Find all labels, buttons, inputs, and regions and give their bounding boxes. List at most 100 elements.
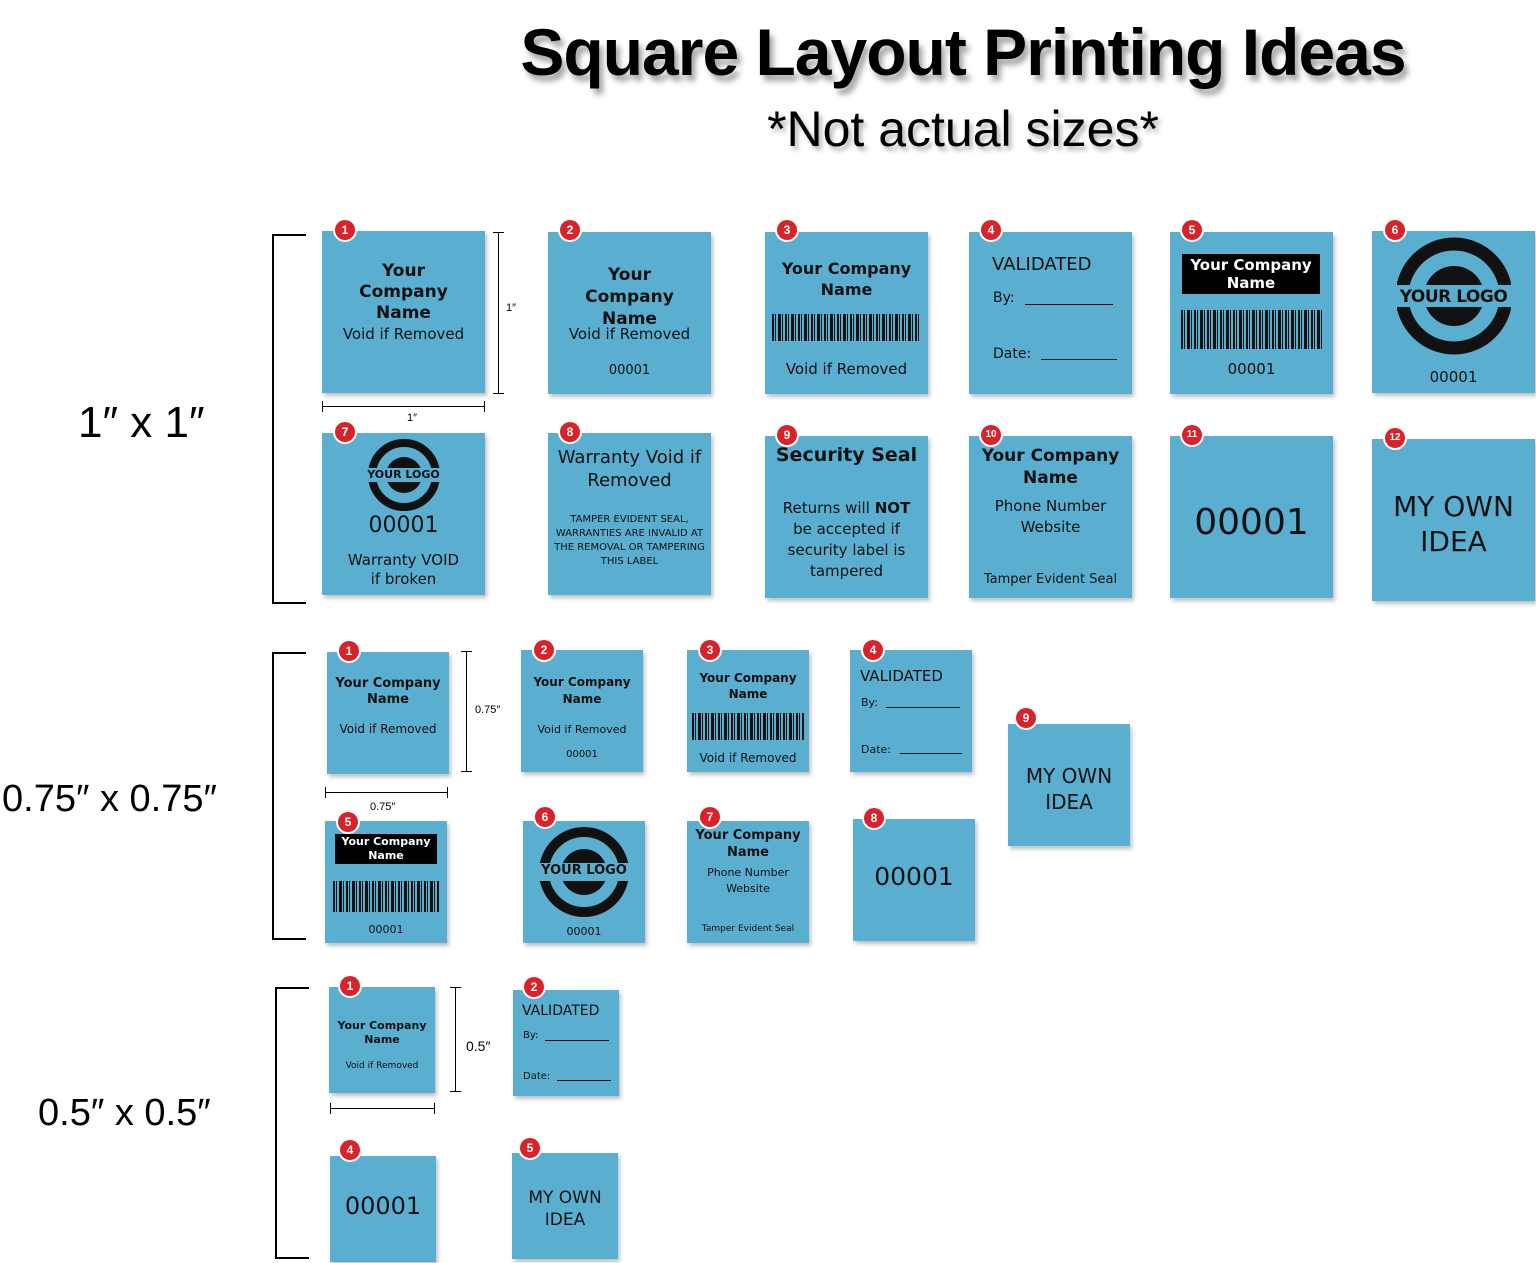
badge-10: 10 [981,425,1001,445]
phone-number: Phone Number [707,866,789,879]
my-own-idea: MY OWN IDEA [1025,764,1113,814]
logo-emblem-icon [368,439,440,511]
label-075-9: MY OWN IDEA [1008,724,1130,846]
badge-7: 7 [335,422,355,442]
section-1-width-value: 1″ [407,412,418,424]
label-075-7: Your Company Name Phone Number Website T… [687,821,809,943]
date-line [557,1070,611,1081]
company-name-box: Your Company Name [335,834,437,864]
website: Website [726,882,770,895]
label-1in-3: Your Company Name Void if Removed [765,232,928,394]
returns-text: Returns will NOT be accepted if security… [765,498,928,582]
section-3-width-dimension [330,1103,435,1114]
badge-1: 1 [335,220,355,240]
label-1in-11: 00001 [1170,436,1333,598]
company-name: Your Company Name [359,261,448,323]
badge-8: 8 [864,808,884,828]
barcode [333,881,439,912]
validated-heading: VALIDATED [860,667,943,685]
phone-number: Phone Number [994,497,1107,515]
date-label: Date: [861,743,891,756]
label-1in-6: YOUR LOGO 00001 [1372,231,1535,393]
date-label: Date: [523,1071,551,1082]
section-3-height-value: 0.5″ [466,1038,491,1054]
void-text: Void if Removed [342,325,465,343]
label-1in-7: YOUR LOGO 00001 Warranty VOID if broken [322,433,485,595]
by-label: By: [861,696,878,709]
serial-number: 00001 [344,1192,422,1220]
company-name: Your Company Name [981,446,1120,488]
validated-heading: VALIDATED [992,254,1092,275]
serial-number: 00001 [566,749,598,760]
badge-4: 4 [340,1140,360,1160]
void-text: Void if Removed [537,723,627,736]
tamper-footer: Tamper Evident Seal [701,924,795,934]
website: Website [1020,518,1081,536]
label-05-1: Your Company Name Void if Removed [329,987,435,1093]
label-1in-2: Your Company Name Void if Removed 00001 [548,232,711,394]
validated-heading: VALIDATED [522,1003,600,1019]
void-text: Void if Removed [568,325,691,343]
void-text: Void if Removed [785,360,908,378]
section-1-width-dimension [322,401,485,412]
serial-number: 00001 [1227,360,1276,378]
company-name: Your Company Name [533,675,631,706]
label-05-2: VALIDATED By: Date: [513,990,619,1096]
badge-1: 1 [339,641,359,661]
barcode [772,314,921,341]
section-3-label: 0.5″ x 0.5″ [38,1092,211,1134]
returns-line-a: Returns will [782,499,870,517]
logo-text: YOUR LOGO [1399,287,1508,307]
label-075-3: Your Company Name Void if Removed [687,650,809,772]
section-1-height-dimension [493,232,504,394]
section-2-bracket [272,652,306,940]
badge-2: 2 [560,220,580,240]
logo-emblem-icon [539,827,629,917]
label-1in-9: Security Seal Returns will NOT be accept… [765,436,928,598]
page-title: Square Layout Printing Ideas [520,15,1406,89]
section-2-height-dimension [461,651,472,772]
company-name: Your Company Name [695,828,801,860]
badge-5: 5 [520,1138,540,1158]
date-line [1041,345,1117,360]
logo-text: YOUR LOGO [541,863,627,878]
company-name: Your Company Name [335,676,441,707]
label-1in-8: Warranty Void if Removed TAMPER EVIDENT … [548,433,711,595]
badge-4: 4 [863,640,883,660]
company-name: Your Company Name [585,265,674,329]
badge-1: 1 [340,976,360,996]
logo-text: YOUR LOGO [367,468,440,481]
badge-8: 8 [560,422,580,442]
warranty-heading: Warranty Void if Removed [557,447,702,491]
badge-2: 2 [534,640,554,660]
warranty-text: Warranty VOID if broken [347,551,460,588]
serial-number: 00001 [566,925,602,938]
label-075-6: YOUR LOGO 00001 [523,821,645,943]
serial-number: 00001 [368,513,439,538]
label-1in-10: Your Company Name Phone Number Website T… [969,436,1132,598]
label-1in-5: Your Company Name 00001 [1170,232,1333,394]
badge-6: 6 [1385,220,1405,240]
serial-number: 00001 [1429,368,1478,386]
my-own-idea: MY OWN IDEA [528,1188,602,1230]
badge-9: 9 [777,425,797,445]
badge-5: 5 [1182,220,1202,240]
section-3-bracket [275,987,309,1259]
logo-emblem-icon [1397,237,1511,355]
void-text: Void if Removed [345,1061,419,1071]
label-1in-1: Your Company Name Void if Removed [322,231,485,393]
section-1-bracket [272,234,306,604]
barcode [1181,310,1322,349]
serial-number: 00001 [1194,502,1309,543]
label-075-4: VALIDATED By: Date: [850,650,972,772]
page-subtitle: *Not actual sizes* [767,101,1159,157]
date-label: Date: [993,346,1032,362]
my-own-idea: MY OWN IDEA [1393,490,1514,558]
badge-3: 3 [777,220,797,240]
badge-5: 5 [338,812,358,832]
by-label: By: [523,1030,539,1041]
section-1-label: 1″ x 1″ [78,398,205,447]
badge-2: 2 [524,977,544,997]
section-2-height-value: 0.75″ [475,704,501,716]
company-name: Your Company Name [337,1019,427,1046]
